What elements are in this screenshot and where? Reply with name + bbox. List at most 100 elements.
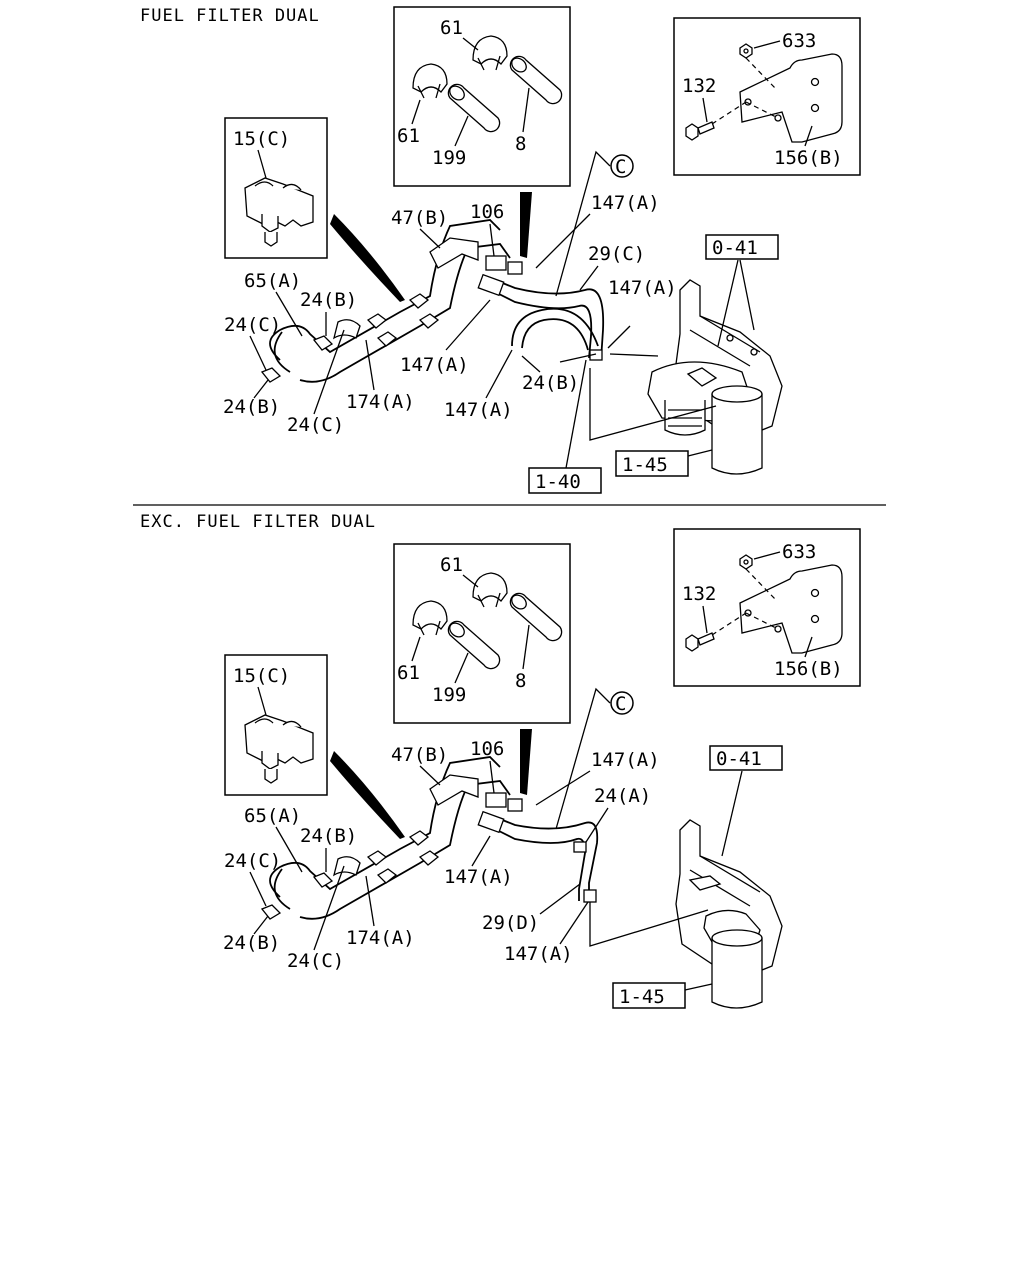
bottom-clip-61-upper [472, 572, 508, 608]
top-leader-circle [555, 150, 611, 297]
top-label-106: 106 [470, 201, 504, 223]
top-wedge-mid [520, 192, 532, 258]
bottom-label-174a: 174(A) [346, 927, 415, 949]
bottom-sleeve-8 [509, 592, 563, 642]
top-sleeve-8 [509, 55, 563, 105]
bottom-title: EXC. FUEL FILTER DUAL [140, 512, 376, 532]
top-label-156b: 156(B) [774, 147, 843, 169]
top-fitting-106 [485, 255, 507, 271]
top-bracket-dashed-guides [711, 57, 779, 125]
bottom-label-65a: 65(A) [244, 805, 301, 827]
bottom-label-8: 8 [515, 670, 526, 692]
top-sleeve-199 [447, 83, 501, 133]
bottom-clip-24a [573, 841, 587, 853]
bottom-clip-15c [244, 714, 314, 784]
top-leader-61a [462, 37, 479, 51]
top-label-633: 633 [782, 30, 816, 52]
top-leader-24b-3 [253, 379, 269, 399]
bottom-leader-147a-2 [471, 835, 491, 867]
bottom-label-633: 633 [782, 541, 816, 563]
bottom-fuel-filter [703, 909, 763, 1009]
bottom-leader-147a-1 [535, 770, 591, 806]
bottom-bracket-156b [739, 564, 843, 654]
bottom-leader-24a [585, 807, 609, 843]
bottom-label-24a: 24(A) [594, 785, 651, 807]
top-leader-24c-2 [313, 329, 345, 415]
top-label-147a-2: 147(A) [608, 277, 677, 299]
bottom-label-156b: 156(B) [774, 658, 843, 680]
top-label-24c-1: 24(C) [224, 314, 281, 336]
top-leader-61b [411, 99, 421, 125]
top-label-132: 132 [682, 75, 716, 97]
top-leader-147a-2 [607, 325, 631, 349]
top-label-147a-1: 147(A) [591, 192, 660, 214]
top-leader-147a-4 [485, 349, 513, 399]
top-ref-circle-letter: C [615, 156, 626, 178]
top-label-147a-4: 147(A) [444, 399, 513, 421]
top-leader-47b [419, 228, 441, 249]
bottom-leader-15c [257, 686, 267, 716]
top-label-24b-2: 24(B) [522, 372, 579, 394]
top-leader-174a [365, 339, 375, 391]
bottom-label-24c-1: 24(C) [224, 850, 281, 872]
top-clip-15c [244, 177, 314, 247]
bottom-bolt-132 [685, 632, 715, 652]
bottom-ref-1-45: 1-45 [619, 986, 665, 1008]
top-leader-106 [489, 223, 495, 257]
bottom-label-15c: 15(C) [233, 665, 290, 687]
bottom-label-61a: 61 [440, 554, 463, 576]
top-title: FUEL FILTER DUAL [140, 6, 320, 26]
top-clip-61-upper [472, 35, 508, 71]
top-ref-box-1-45 [615, 450, 689, 477]
bottom-section: EXC. FUEL FILTER DUAL 61 61 8 199 [140, 512, 861, 1009]
bottom-wedge-left [330, 751, 405, 839]
bottom-ref-box-0-41 [709, 745, 783, 771]
top-leader-15c [257, 149, 267, 179]
bottom-label-24b-1: 24(B) [300, 825, 357, 847]
bottom-label-147a-3: 147(A) [504, 943, 573, 965]
bottom-label-47b: 47(B) [391, 744, 448, 766]
top-ref-box-0-41 [705, 234, 779, 260]
top-leader-132 [702, 97, 708, 123]
bottom-ref-circle [610, 691, 634, 715]
bottom-leader-47b [419, 765, 441, 786]
bottom-label-24c-2: 24(C) [287, 950, 344, 972]
bottom-leader-156b [804, 636, 813, 658]
top-ref-1-45: 1-45 [622, 454, 668, 476]
top-label-15c: 15(C) [233, 128, 290, 150]
top-label-8: 8 [515, 133, 526, 155]
top-label-147a-3: 147(A) [400, 354, 469, 376]
bottom-wedge-mid [520, 729, 532, 795]
bottom-leader-61b [411, 636, 421, 662]
top-leader-147a-3 [445, 299, 491, 351]
top-leader-29c [579, 265, 599, 291]
bottom-leader-65a [275, 826, 303, 873]
top-label-61b: 61 [397, 125, 420, 147]
top-wedge-left [330, 214, 405, 302]
bottom-leader-1-45 [684, 983, 713, 991]
bottom-leader-147a-3 [559, 901, 589, 945]
top-ref-1-40: 1-40 [535, 471, 581, 493]
top-ref-0-41: 0-41 [712, 237, 758, 259]
top-ref-circle [610, 154, 634, 178]
top-leader-8 [522, 87, 530, 133]
top-leader-633 [753, 40, 781, 49]
bottom-leader-106 [489, 760, 495, 794]
bottom-leader-199 [454, 652, 469, 684]
top-leader-24b-2 [521, 353, 597, 373]
top-label-199: 199 [432, 147, 466, 169]
top-leader-24c-1 [249, 335, 267, 371]
top-ref-box-1-40 [528, 467, 602, 494]
bottom-label-147a-1: 147(A) [591, 749, 660, 771]
top-label-24b-3: 24(B) [223, 396, 280, 418]
bottom-leader-29d [539, 883, 581, 915]
top-filter-guides [589, 353, 717, 441]
bottom-leader-633 [753, 551, 781, 560]
bottom-sleeve-199 [447, 620, 501, 670]
bottom-clip-147a [583, 889, 597, 903]
top-leader-0-41 [717, 259, 755, 347]
bottom-clamp-47b [429, 774, 479, 806]
top-nut-633 [739, 43, 753, 59]
top-leader-1-40 [565, 359, 587, 469]
